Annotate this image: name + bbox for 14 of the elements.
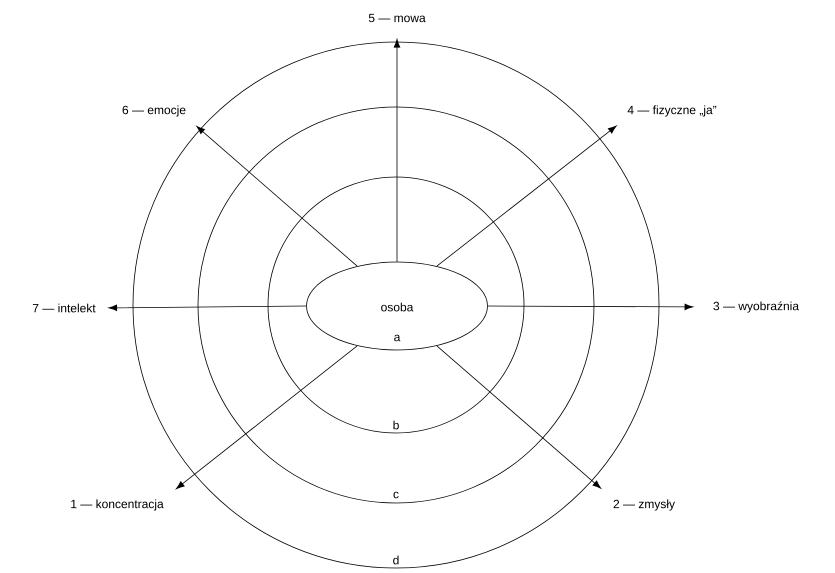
arrow bbox=[436, 126, 617, 266]
arrow bbox=[176, 346, 358, 490]
arrow bbox=[196, 126, 358, 266]
category-label: 7 — intelekt bbox=[32, 304, 96, 312]
arrow bbox=[108, 304, 306, 312]
category-label: 5 — mowa bbox=[368, 14, 426, 22]
category-label: 1 — koncentracja bbox=[71, 499, 164, 511]
arrow bbox=[394, 38, 400, 262]
category-label: 6 — emocje bbox=[122, 105, 186, 117]
category-label: 4 — fizyczne „ja” bbox=[628, 105, 716, 117]
arrow bbox=[436, 346, 602, 489]
category-label: 2 — zmysły bbox=[614, 499, 675, 511]
category-label: 3 — wyobraźnia bbox=[713, 301, 799, 313]
arrow bbox=[488, 304, 694, 310]
